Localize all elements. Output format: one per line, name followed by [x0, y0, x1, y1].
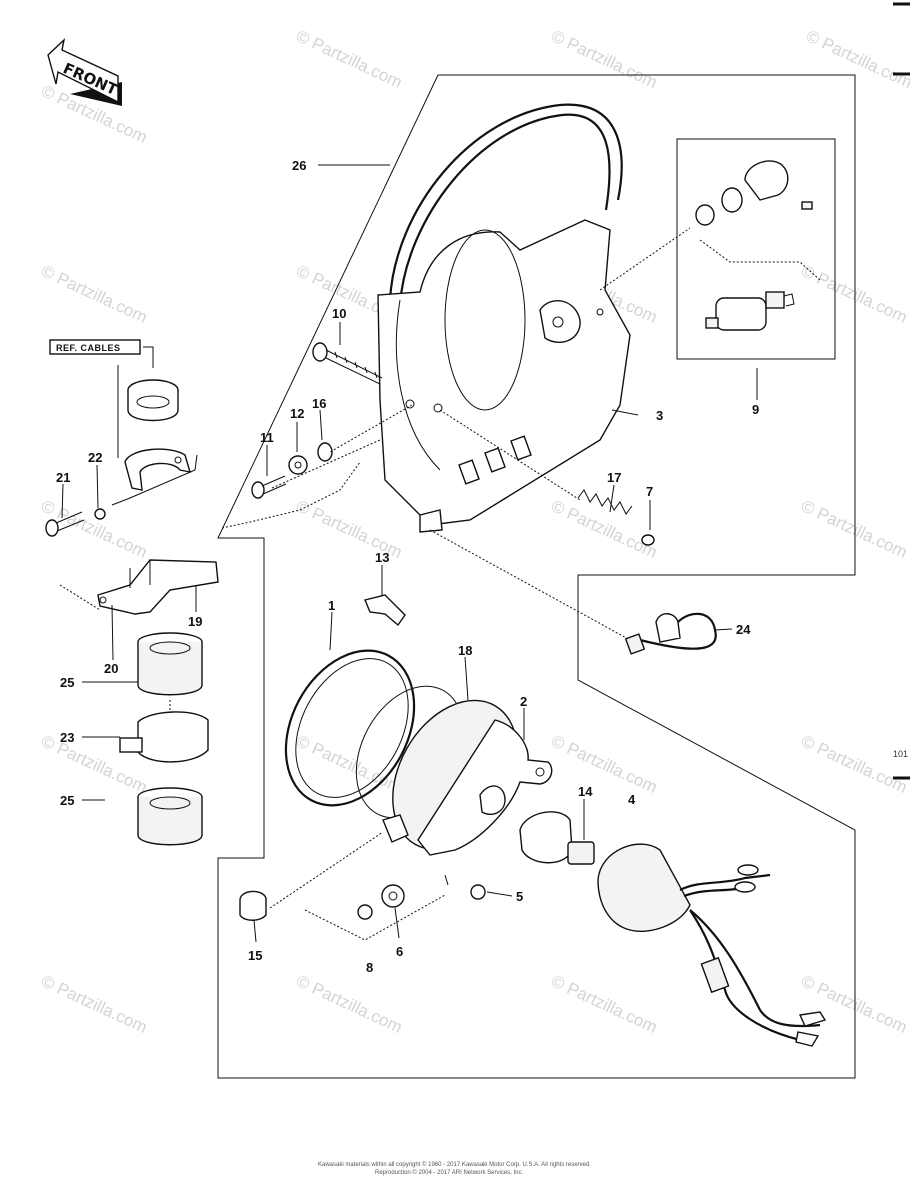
callout-23: 23: [60, 730, 74, 745]
watermark: © Partzilla.com: [548, 26, 660, 92]
bolt-10: [312, 342, 383, 385]
assembly-boundary: [217, 74, 856, 1079]
callout-22: 22: [88, 450, 102, 465]
leader-lines: [61, 164, 733, 943]
watermark: © Partzilla.com: [38, 971, 150, 1037]
watermark: © Partzilla.com: [548, 731, 660, 797]
callout-8: 8: [366, 960, 373, 975]
callout-25-lower: 25: [60, 793, 74, 808]
callout-12: 12: [290, 406, 304, 421]
clip-13: [364, 594, 406, 627]
watermark: © Partzilla.com: [293, 971, 405, 1037]
callout-24: 24: [736, 622, 751, 637]
side-mark: 101: [893, 749, 908, 759]
watermark: © Partzilla.com: [548, 971, 660, 1037]
callout-7: 7: [646, 484, 653, 499]
callout-21: 21: [56, 470, 70, 485]
small-hardware: [239, 874, 486, 941]
callout-14: 14: [578, 784, 593, 799]
spring-and-washer: [577, 489, 655, 546]
watermark: © Partzilla.com: [548, 496, 660, 562]
callout-10: 10: [332, 306, 346, 321]
callout-25-upper: 25: [60, 675, 74, 690]
ref-cables-label: REF. CABLES: [56, 343, 121, 353]
callout-16: 16: [312, 396, 326, 411]
socket-4: [597, 843, 827, 1047]
callout-5: 5: [516, 889, 523, 904]
lens-unit-2: [382, 699, 553, 856]
callout-labels: 26 3 9 10 11 12 16 17 7 22 21 19 20 25 2…: [56, 158, 759, 975]
callout-2: 2: [520, 694, 527, 709]
left-mount-parts: REF. CABLES: [45, 339, 219, 846]
watermark: © Partzilla.com: [798, 971, 910, 1037]
callout-18: 18: [458, 643, 472, 658]
bulb-24: [624, 612, 717, 655]
watermark: © Partzilla.com: [798, 496, 910, 562]
ref-cables-box: [49, 339, 141, 355]
footer-line-1: Kawasaki materials within all copyright …: [318, 1161, 591, 1168]
footer-line-2: Reproduction © 2004 - 2017 ARI Network S…: [375, 1169, 523, 1176]
rim-1: [284, 649, 416, 807]
callout-3: 3: [656, 408, 663, 423]
callout-9: 9: [752, 402, 759, 417]
callout-13: 13: [375, 550, 389, 565]
headlight-housing: [377, 103, 631, 533]
bulb-14: [519, 811, 595, 865]
watermark: © Partzilla.com: [798, 261, 910, 327]
watermark: © Partzilla.com: [803, 26, 910, 92]
watermark: © Partzilla.com: [798, 731, 910, 797]
callout-20: 20: [104, 661, 118, 676]
callout-15: 15: [248, 948, 262, 963]
callout-6: 6: [396, 944, 403, 959]
callout-4: 4: [628, 792, 636, 807]
watermark: © Partzilla.com: [38, 261, 150, 327]
watermark: © Partzilla.com: [293, 26, 405, 92]
callout-11: 11: [260, 430, 274, 445]
light-switch-assembly: [695, 160, 821, 400]
callout-26: 26: [292, 158, 306, 173]
callout-17: 17: [607, 470, 621, 485]
assembly-guides: [221, 227, 691, 909]
switch-inset-box: [676, 138, 836, 360]
callout-1: 1: [328, 598, 335, 613]
callout-19: 19: [188, 614, 202, 629]
mount-hardware: [251, 442, 333, 499]
